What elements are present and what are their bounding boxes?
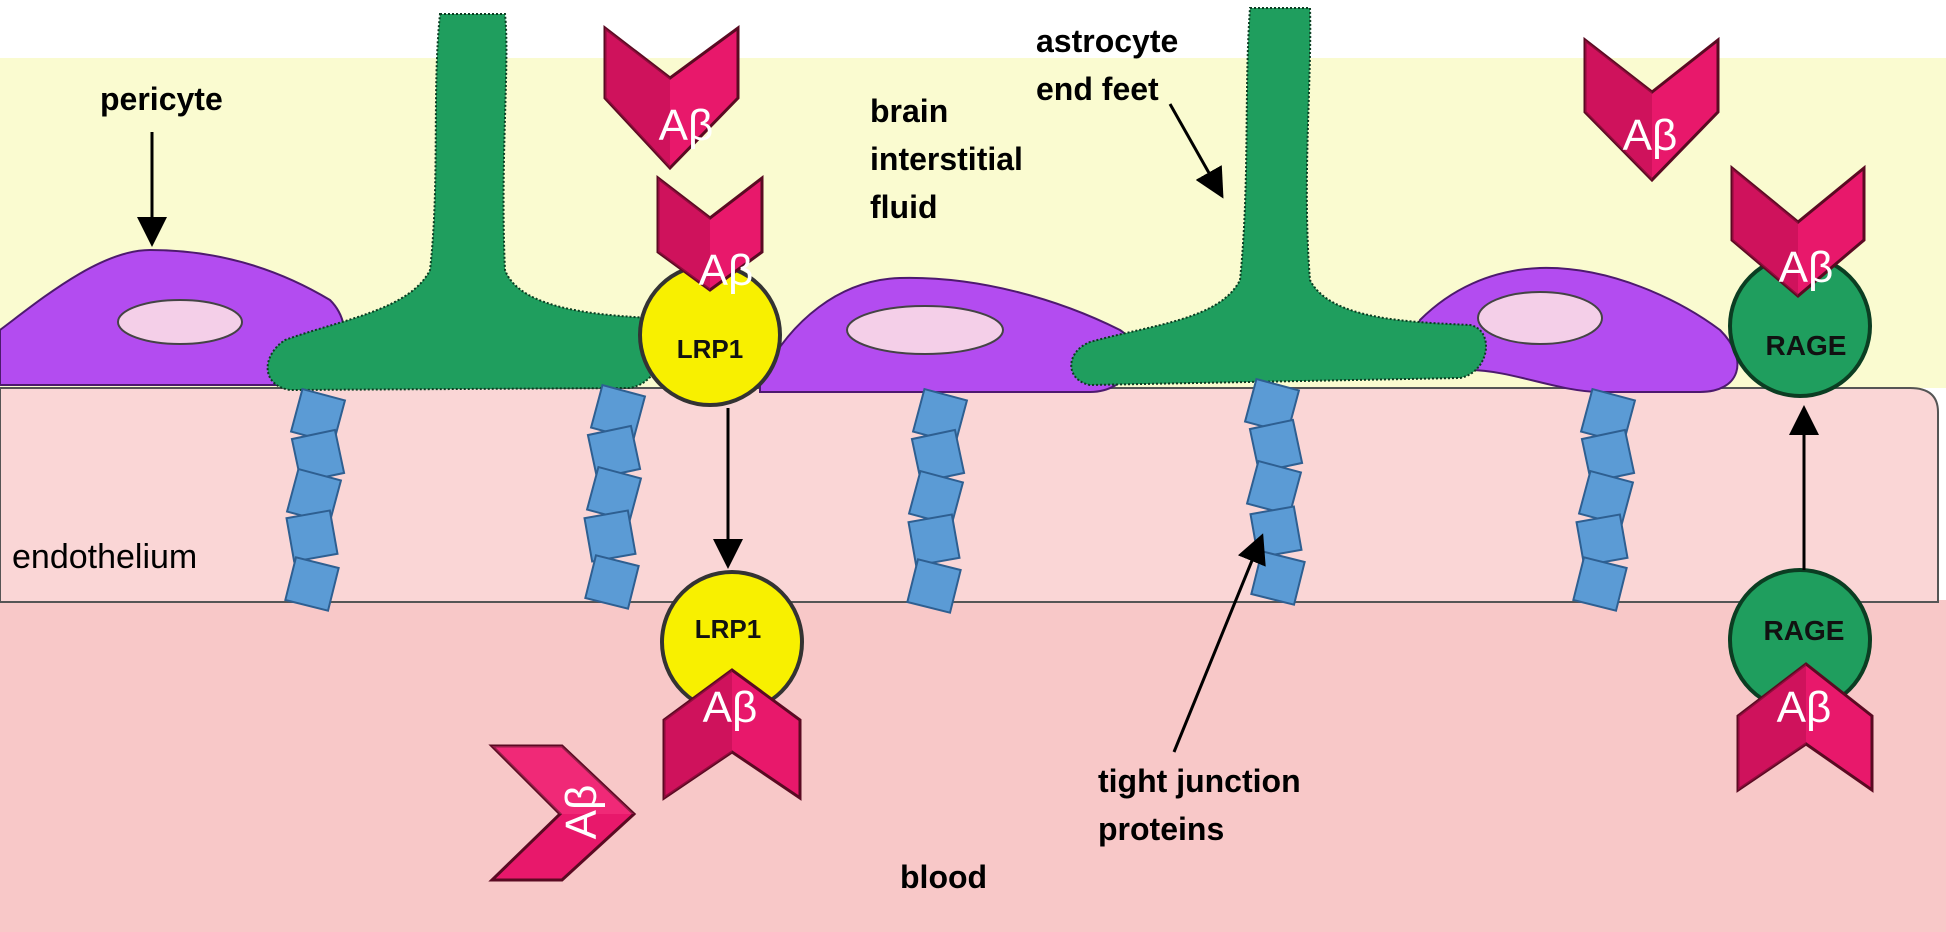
tight-junction-chain-2 — [583, 383, 647, 610]
amyloid-beta-free-blood: Aβ — [488, 744, 637, 882]
endothelium-layer — [0, 387, 1939, 603]
amyloid-beta-bound-lrp1-top: Aβ — [656, 174, 764, 295]
astrocyte-end-feet-label-line2: end feet — [1036, 71, 1159, 107]
tight-junction-proteins-label-line1: tight junction — [1098, 763, 1301, 799]
blood-label: blood — [900, 859, 987, 895]
astrocyte-end-foot-right — [1070, 7, 1487, 387]
amyloid-beta-bound-rage-bottom: Aβ — [1736, 662, 1874, 793]
amyloid-beta-label-lrp1-top: Aβ — [699, 246, 754, 295]
arrow-astrocyte-end-feet — [1168, 103, 1224, 199]
amyloid-beta-label-rage-bottom: Aβ — [1777, 683, 1832, 732]
lrp1-label-top: LRP1 — [677, 334, 743, 364]
tight-junction-proteins-label-line2: proteins — [1098, 811, 1224, 847]
amyloid-beta-free-brain-right: Aβ — [1583, 36, 1720, 183]
amyloid-beta-bound-rage-top: Aβ — [1730, 164, 1866, 298]
tight-junction-chain-3 — [906, 387, 969, 614]
amyloid-beta-label-brain-center: Aβ — [659, 101, 714, 150]
blood-region — [0, 600, 1946, 932]
lrp1-label-bottom: LRP1 — [695, 614, 761, 644]
arrow-tight-junction — [1172, 533, 1266, 753]
amyloid-beta-label-lrp1-bottom: Aβ — [703, 683, 758, 732]
pericyte-label: pericyte — [100, 81, 223, 117]
lrp1-receptor-abluminal: LRP1 — [638, 263, 782, 407]
brain-interstitial-fluid-label-line2: interstitial — [870, 141, 1023, 177]
amyloid-beta-free-brain-center: Aβ — [603, 24, 740, 171]
tight-junction-chain-5 — [1572, 387, 1637, 612]
pericyte-middle — [759, 276, 1136, 393]
rage-label-top: RAGE — [1766, 330, 1847, 361]
astrocyte-end-foot-left — [266, 13, 664, 392]
amyloid-beta-label-blood: Aβ — [557, 785, 606, 840]
rage-label-bottom: RAGE — [1764, 615, 1845, 646]
astrocyte-end-feet-label-line1: astrocyte — [1036, 23, 1178, 59]
rage-receptor-abluminal: RAGE — [1728, 254, 1872, 398]
amyloid-beta-label-brain-right: Aβ — [1623, 111, 1678, 160]
tight-junction-chain-1 — [284, 387, 347, 612]
amyloid-beta-label-rage-top: Aβ — [1779, 243, 1834, 292]
brain-interstitial-fluid-label-line3: fluid — [870, 189, 938, 225]
endothelium-label: endothelium — [12, 538, 197, 576]
amyloid-beta-bound-lrp1-bottom: Aβ — [662, 668, 802, 801]
brain-interstitial-fluid-label-line1: brain — [870, 93, 948, 129]
pericyte-right — [1416, 266, 1739, 393]
